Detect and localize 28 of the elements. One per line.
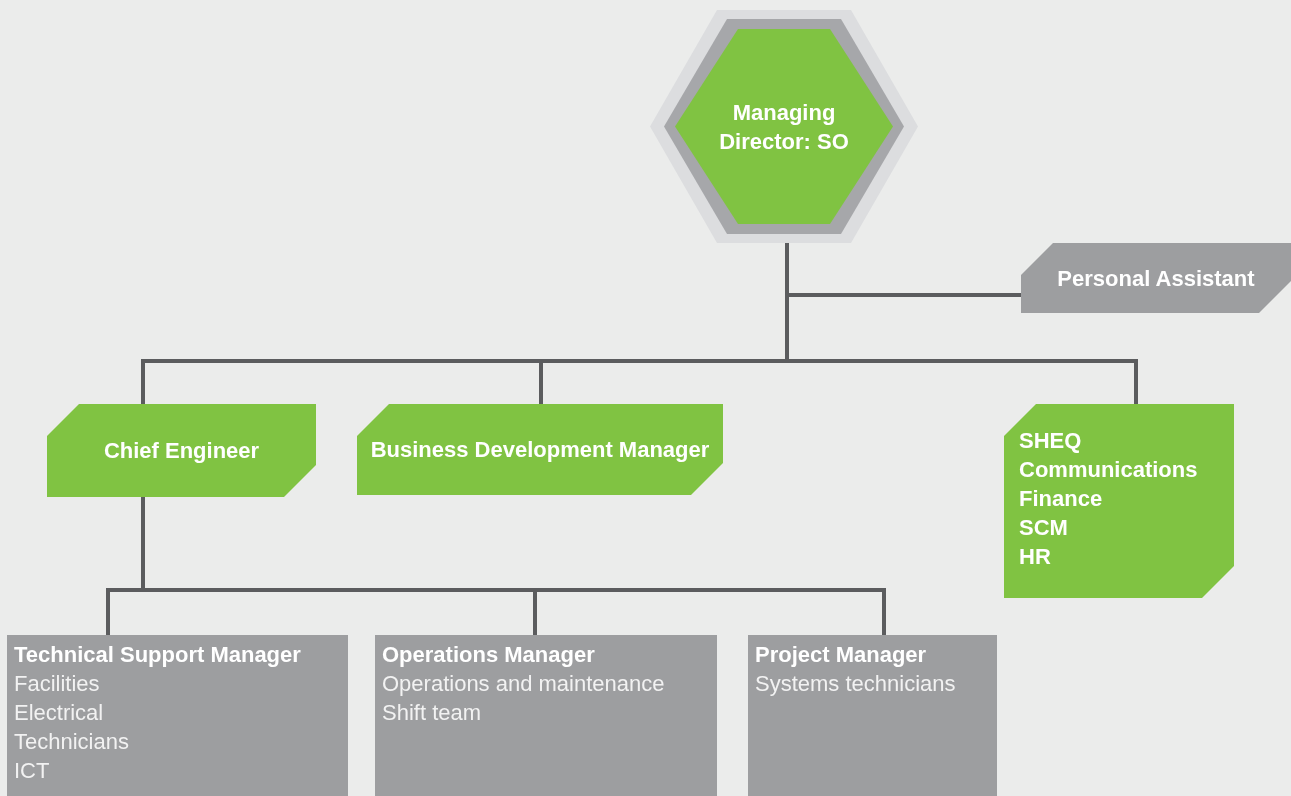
role-title: Chief Engineer bbox=[103, 437, 260, 465]
connector-line bbox=[785, 243, 1138, 404]
team-item: Operations and maintenance bbox=[382, 670, 666, 698]
team-item: Systems technicians bbox=[755, 670, 957, 698]
team-item: ICT bbox=[14, 757, 51, 785]
team-item: Electrical bbox=[14, 699, 105, 727]
department-item: HR bbox=[1019, 543, 1052, 571]
department-item: SCM bbox=[1019, 514, 1069, 542]
role-title: Project Manager bbox=[755, 641, 928, 669]
department-item: Finance bbox=[1019, 485, 1104, 513]
team-box bbox=[748, 635, 997, 796]
team-item: Facilities bbox=[14, 670, 101, 698]
role-tag bbox=[47, 404, 316, 497]
role-tag bbox=[1021, 243, 1291, 313]
department-item: Communications bbox=[1019, 456, 1199, 484]
role-title: Managing Director: SO bbox=[718, 98, 850, 156]
role-title: Technical Support Manager bbox=[14, 641, 302, 669]
role-title: Operations Manager bbox=[382, 641, 596, 669]
hexagon-node bbox=[650, 10, 918, 243]
role-title: Personal Assistant bbox=[1057, 264, 1255, 293]
team-item: Technicians bbox=[14, 728, 130, 756]
team-box bbox=[7, 635, 348, 796]
role-tag bbox=[357, 404, 723, 495]
team-box bbox=[375, 635, 717, 796]
department-card bbox=[1004, 404, 1234, 598]
role-title: Business Development Manager bbox=[370, 436, 710, 464]
team-item: Shift team bbox=[382, 699, 483, 727]
department-item: SHEQ bbox=[1019, 427, 1083, 455]
